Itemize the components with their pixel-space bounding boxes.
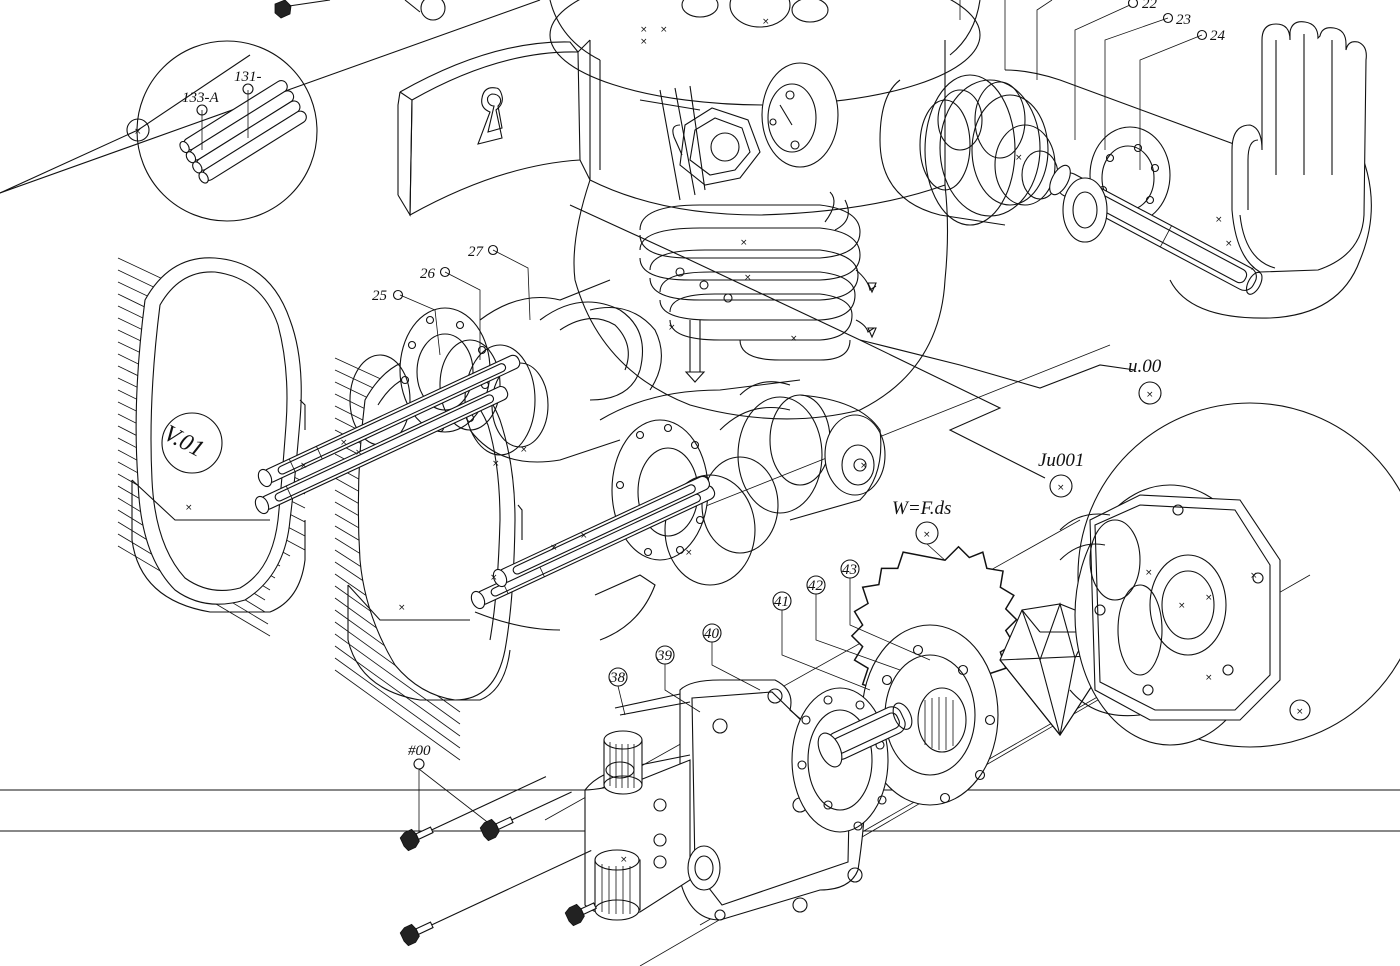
central-drum-housing: × × × ×: [549, 0, 981, 420]
svg-text:×: ×: [1205, 673, 1213, 683]
bolt-top-left: [274, 0, 446, 21]
svg-text:×: ×: [550, 543, 558, 553]
label-formula: W=F.ds: [892, 498, 951, 519]
svg-text:×: ×: [1015, 153, 1023, 163]
callout-41: 41: [774, 594, 789, 610]
boot-sole-left: V.01 ×: [117, 257, 306, 637]
svg-text:×: ×: [580, 531, 588, 541]
callout-22: 22: [1142, 0, 1158, 12]
callout-38: 38: [609, 670, 626, 686]
flange-block-lower: 38 39 40 41 42 43: [608, 559, 931, 921]
glove-shaft-assembly: × × × × 22 23 24: [879, 0, 1372, 319]
svg-text:×: ×: [1146, 390, 1154, 400]
svg-text:×: ×: [744, 273, 752, 283]
svg-text:×: ×: [685, 548, 693, 558]
svg-text:×: ×: [134, 127, 142, 137]
callout-00: #00: [408, 743, 431, 759]
svg-text:×: ×: [1178, 601, 1186, 611]
gear-wheel: [850, 545, 1018, 806]
svg-text:×: ×: [668, 323, 676, 333]
callout-26: 26: [420, 266, 436, 282]
svg-text:×: ×: [790, 334, 798, 344]
svg-text:×: ×: [1215, 215, 1223, 225]
pump-housing-right: × × × × × ×: [1059, 402, 1400, 748]
cylinder-block-lower: ×: [584, 730, 721, 921]
shaft-assembly-upper: × × × × × 25 26 27: [254, 244, 662, 515]
svg-text:×: ×: [1250, 571, 1258, 581]
svg-text:×: ×: [300, 461, 308, 471]
svg-text:×: ×: [398, 603, 406, 613]
svg-text:×: ×: [640, 37, 648, 47]
callout-24: 24: [1210, 28, 1226, 44]
svg-text:×: ×: [1205, 593, 1213, 603]
svg-text:×: ×: [185, 503, 193, 513]
svg-text:×: ×: [1145, 568, 1153, 578]
svg-text:×: ×: [1296, 707, 1304, 717]
keyhole-plate: [397, 41, 581, 217]
svg-text:×: ×: [355, 448, 363, 458]
svg-text:×: ×: [490, 573, 498, 583]
callout-43: 43: [842, 562, 857, 578]
svg-text:×: ×: [640, 25, 648, 35]
callout-39: 39: [656, 648, 673, 664]
svg-text:×: ×: [1057, 483, 1065, 493]
callout-25: 25: [372, 288, 388, 304]
callout-131: 131-: [234, 69, 262, 85]
label-ju001: Ju001: [1038, 450, 1084, 471]
svg-text:×: ×: [923, 530, 931, 540]
shaft-assembly-middle: × × × × ×: [470, 379, 886, 641]
detail-view-133a: × 133-A 131-: [0, 40, 318, 222]
callout-23: 23: [1176, 12, 1191, 28]
svg-text:×: ×: [860, 461, 868, 471]
svg-text:×: ×: [762, 17, 770, 27]
callout-42: 42: [808, 578, 824, 594]
svg-text:×: ×: [492, 459, 500, 469]
svg-text:×: ×: [1225, 239, 1233, 249]
label-u00: u.00: [1128, 356, 1162, 377]
svg-text:×: ×: [340, 438, 348, 448]
svg-text:×: ×: [660, 25, 668, 35]
coil-spring-assembly: × × × ×: [639, 191, 877, 383]
svg-text:×: ×: [620, 855, 628, 865]
callout-133a: 133-A: [182, 90, 219, 106]
fastener-bolts: #00: [399, 743, 597, 947]
callout-40: 40: [704, 626, 720, 642]
callout-27: 27: [468, 244, 485, 260]
svg-text:×: ×: [740, 238, 748, 248]
svg-text:×: ×: [520, 445, 528, 455]
